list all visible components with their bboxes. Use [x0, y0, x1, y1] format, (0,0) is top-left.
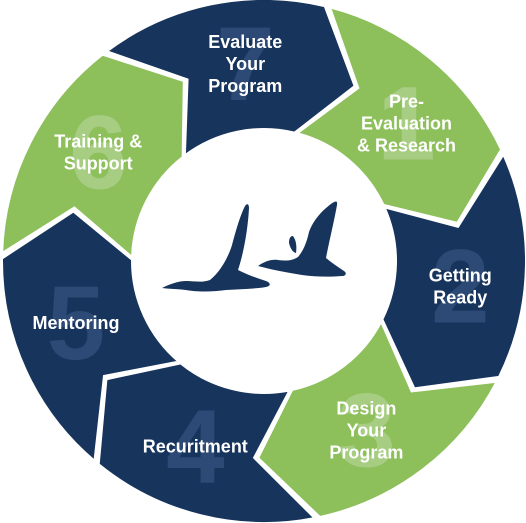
step-label-line: Recuritment: [143, 437, 248, 457]
step-number-6: 6: [69, 95, 127, 212]
step-label-line: Your: [347, 421, 387, 441]
center-circle: [132, 129, 396, 393]
step-label-4: Recuritment: [143, 437, 248, 457]
step-label-1: Pre-Evaluation& Research: [357, 92, 456, 156]
step-label-line: Getting: [429, 266, 492, 286]
step-number-4: 4: [166, 389, 224, 506]
step-number-7: 7: [216, 6, 274, 123]
step-number-2: 2: [431, 229, 489, 346]
step-label-5: Mentoring: [33, 313, 120, 333]
step-number-5: 5: [47, 265, 105, 382]
step-label-line: Evaluation: [361, 114, 452, 134]
step-label-line: & Research: [357, 136, 456, 156]
step-label-line: Training &: [54, 132, 142, 152]
two-geese-in-flight-icon: [162, 201, 346, 292]
step-label-6: Training &Support: [54, 132, 142, 174]
step-label-line: Evaluate: [208, 32, 282, 52]
step-label-line: Ready: [433, 288, 487, 308]
step-label-line: Program: [329, 443, 403, 463]
step-number-3: 3: [337, 373, 395, 490]
step-label-line: Pre-: [389, 92, 424, 112]
step-label-line: Design: [336, 399, 396, 419]
step-number-1: 1: [377, 66, 435, 183]
step-label-line: Program: [208, 76, 282, 96]
step-label-line: Your: [225, 54, 265, 74]
step-label-line: Support: [64, 154, 133, 174]
step-label-line: Mentoring: [33, 313, 120, 333]
